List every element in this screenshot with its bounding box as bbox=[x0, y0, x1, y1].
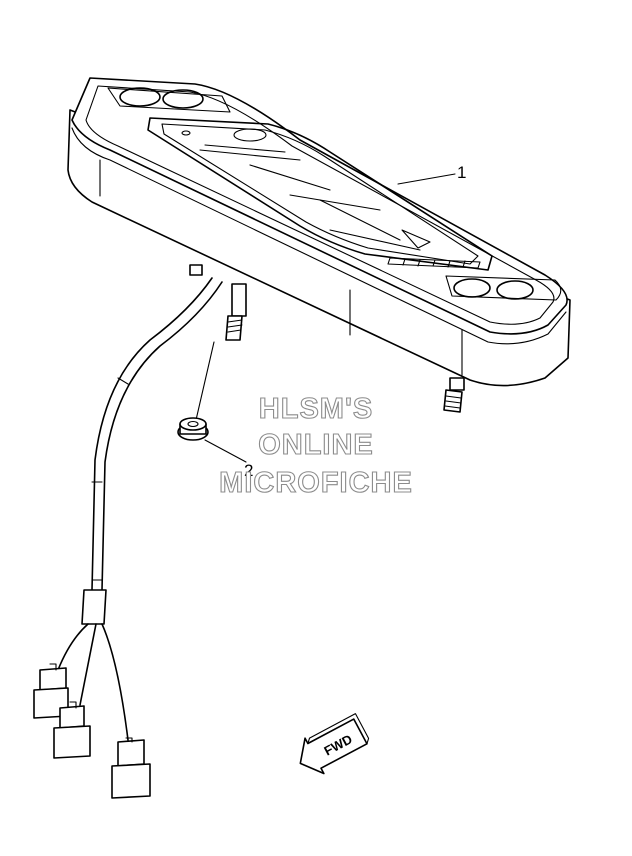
leader-line-1 bbox=[397, 173, 456, 185]
watermark-line-3: MICROFICHE bbox=[219, 467, 413, 499]
watermark-line-1: HLSM'S bbox=[259, 393, 373, 425]
callout-2: 2 bbox=[244, 461, 253, 480]
connector-2 bbox=[53, 701, 91, 759]
watermark: HLSM'S ONLINE MICROFICHE bbox=[219, 392, 413, 499]
flange-nut bbox=[177, 341, 215, 441]
right-indicator-lights bbox=[445, 275, 562, 301]
callout-1: 1 bbox=[457, 163, 466, 182]
fwd-arrow-icon: FWD bbox=[299, 713, 370, 775]
left-indicator-lights bbox=[107, 87, 231, 113]
lcd-display bbox=[147, 117, 493, 271]
connector-3 bbox=[111, 737, 151, 799]
wire-harness bbox=[57, 277, 223, 741]
watermark-line-2: ONLINE bbox=[258, 429, 374, 461]
leader-line-2 bbox=[204, 439, 247, 463]
meter-assembly bbox=[67, 77, 571, 413]
mounting-studs bbox=[189, 264, 465, 413]
